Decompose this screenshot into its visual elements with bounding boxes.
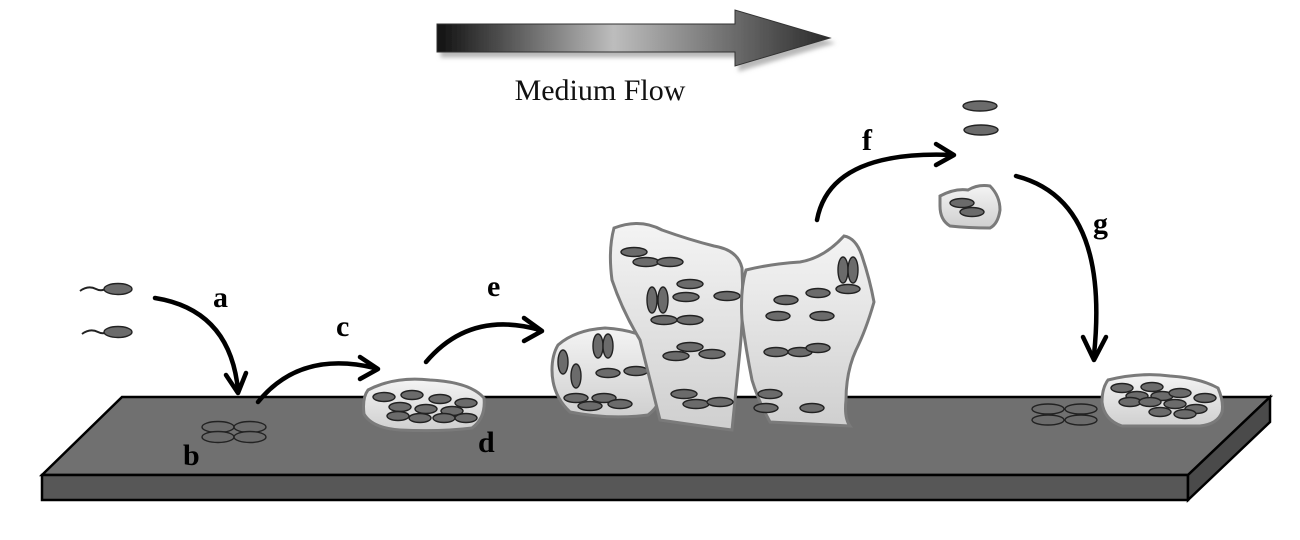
recolonizing-cells (1031, 403, 1098, 426)
medium-flow-label: Medium Flow (515, 74, 686, 107)
dispersed-cells (962, 100, 999, 136)
medium-flow-arrow (436, 9, 832, 67)
stage-label-d: d (478, 426, 495, 459)
mature-biofilm-structure (740, 234, 876, 428)
stage-label-f: f (862, 124, 873, 157)
arrow-g (1013, 173, 1109, 363)
stage-label-a: a (213, 281, 228, 314)
microcolony (362, 377, 486, 433)
arrow-f (814, 141, 957, 223)
stage-label-e: e (487, 270, 500, 303)
detached-biofilm-fragment (938, 184, 1002, 230)
new-microcolony (1100, 373, 1224, 428)
substratum-surface (38, 394, 1274, 503)
arrow-e (423, 315, 545, 365)
stage-label-c: c (336, 310, 349, 343)
planktonic-cell (81, 325, 133, 339)
stage-label-g: g (1093, 207, 1108, 240)
mature-biofilm-structure (608, 222, 745, 432)
arrow-a (152, 295, 249, 396)
stage-label-b: b (183, 439, 200, 472)
planktonic-cell (79, 282, 133, 296)
attached-cells (201, 420, 267, 444)
arrow-c (255, 354, 381, 405)
